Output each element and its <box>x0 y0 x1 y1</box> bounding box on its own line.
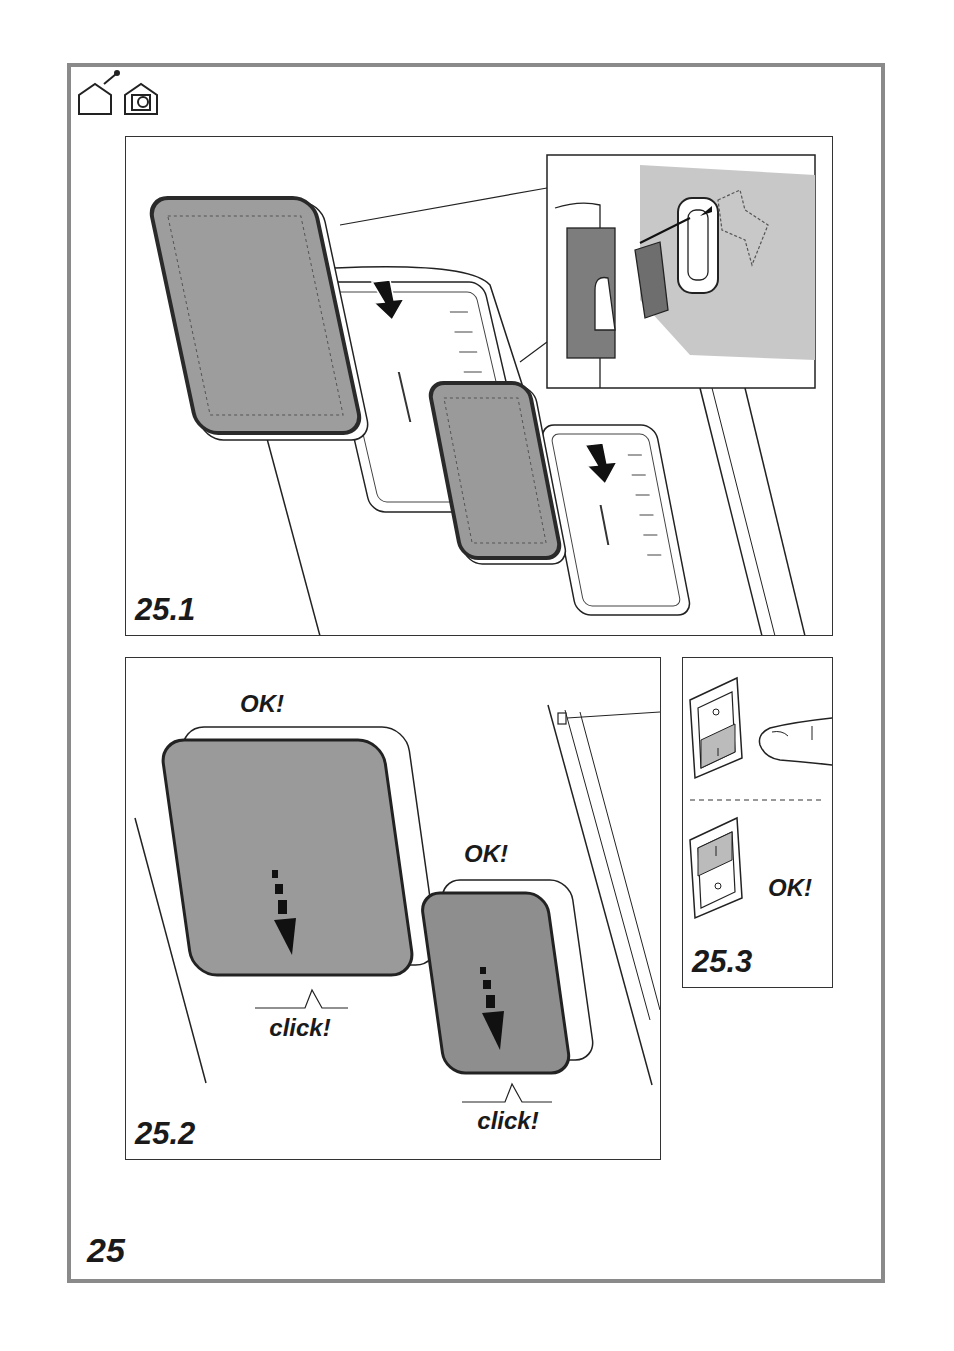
grease-filter <box>160 740 415 975</box>
drawing-part <box>690 818 742 918</box>
drawing-part <box>690 678 742 778</box>
drawing-part <box>701 724 735 768</box>
down-arrow <box>585 443 617 484</box>
panel-25-2-art <box>135 705 660 1102</box>
rocker-switch <box>690 678 742 778</box>
drawing-part <box>716 846 717 856</box>
down-arrow <box>372 280 404 320</box>
drawing-part <box>160 740 415 975</box>
drawing-part <box>486 995 495 1008</box>
drawing-part <box>444 398 546 543</box>
step-number: 25.1 <box>135 594 195 625</box>
drawing-part <box>715 883 721 889</box>
filter-sheet <box>640 165 815 360</box>
step-number: 25.2 <box>135 1118 195 1149</box>
drawing-part <box>772 732 788 737</box>
step-panel: 25.2 <box>125 657 661 1160</box>
drawing-part <box>635 242 668 318</box>
drawing-part <box>567 228 615 358</box>
drawing-part <box>168 216 343 415</box>
drawing-part <box>480 967 486 974</box>
drawing-part <box>483 980 491 989</box>
drawing-part <box>812 726 813 740</box>
drawing-part <box>115 71 119 75</box>
step-panel: 25.3 <box>682 657 833 988</box>
drawing-part <box>580 712 660 1010</box>
drawing-part <box>713 709 719 715</box>
panel-25-1-art <box>148 155 815 635</box>
click-callout <box>235 718 552 1102</box>
drawing-part <box>420 893 571 1073</box>
drawing-part <box>718 748 719 756</box>
finger <box>759 718 832 765</box>
drawing-part <box>125 84 157 114</box>
drawing-part <box>690 799 825 800</box>
drawing-part <box>132 95 150 110</box>
drawing-part <box>688 210 708 280</box>
drawing-part <box>482 1011 504 1050</box>
drawing-part <box>700 388 762 635</box>
drawing-part <box>698 832 732 876</box>
drawing-part <box>274 918 296 955</box>
drawing-part <box>698 692 735 768</box>
drawing-part <box>262 420 320 635</box>
page-frame: 25 25.1 25.2 25.3 <box>67 63 885 1283</box>
filter-recess <box>540 425 692 615</box>
drawing-part <box>640 218 690 243</box>
step-panel: 25.1 <box>125 136 833 636</box>
drawing-part <box>340 188 547 362</box>
drawing-part <box>462 1084 552 1102</box>
click-label: click! <box>267 1016 332 1040</box>
ok-label: OK! <box>766 876 814 900</box>
drawing-part <box>698 832 735 908</box>
drawing-part <box>138 97 148 107</box>
drawing-part <box>148 198 363 433</box>
drawing-part <box>540 425 692 615</box>
drawing-part <box>278 900 287 914</box>
drawing-part <box>104 74 116 84</box>
drawing-part <box>567 712 660 718</box>
house-icons <box>79 71 157 114</box>
drawing-part <box>275 884 283 894</box>
ok-label: OK! <box>462 842 510 866</box>
drawing-part <box>399 372 411 422</box>
detail-callout <box>547 155 815 388</box>
drawing-part <box>595 278 615 331</box>
drawing-part <box>712 388 775 635</box>
drawing-part <box>547 190 548 340</box>
drawing-part <box>135 705 660 1085</box>
drawing-part <box>235 717 280 718</box>
click-label: click! <box>475 1109 540 1133</box>
grease-filter <box>148 198 371 440</box>
rocker-switch <box>690 818 742 918</box>
drawing-part <box>628 455 661 555</box>
drawing-part <box>558 713 566 724</box>
drawing-part <box>678 198 718 293</box>
drawing-part <box>745 388 805 635</box>
drawing-part <box>255 990 348 1008</box>
slide-arrow <box>480 967 504 1050</box>
drawing-part <box>272 870 278 878</box>
drawing-part <box>428 383 562 558</box>
grease-filter <box>420 893 571 1073</box>
direction-arrow <box>718 190 768 265</box>
panel-25-3-art <box>690 678 832 918</box>
drawing-part <box>79 84 111 114</box>
step-number: 25.3 <box>692 946 752 977</box>
drawing-part <box>551 434 681 606</box>
drawing-part <box>700 206 712 216</box>
step-number: 25 <box>87 1233 125 1267</box>
grease-filter <box>428 383 568 564</box>
drawing-part <box>601 505 609 545</box>
ok-label: OK! <box>238 692 286 716</box>
slide-arrow <box>272 870 296 955</box>
